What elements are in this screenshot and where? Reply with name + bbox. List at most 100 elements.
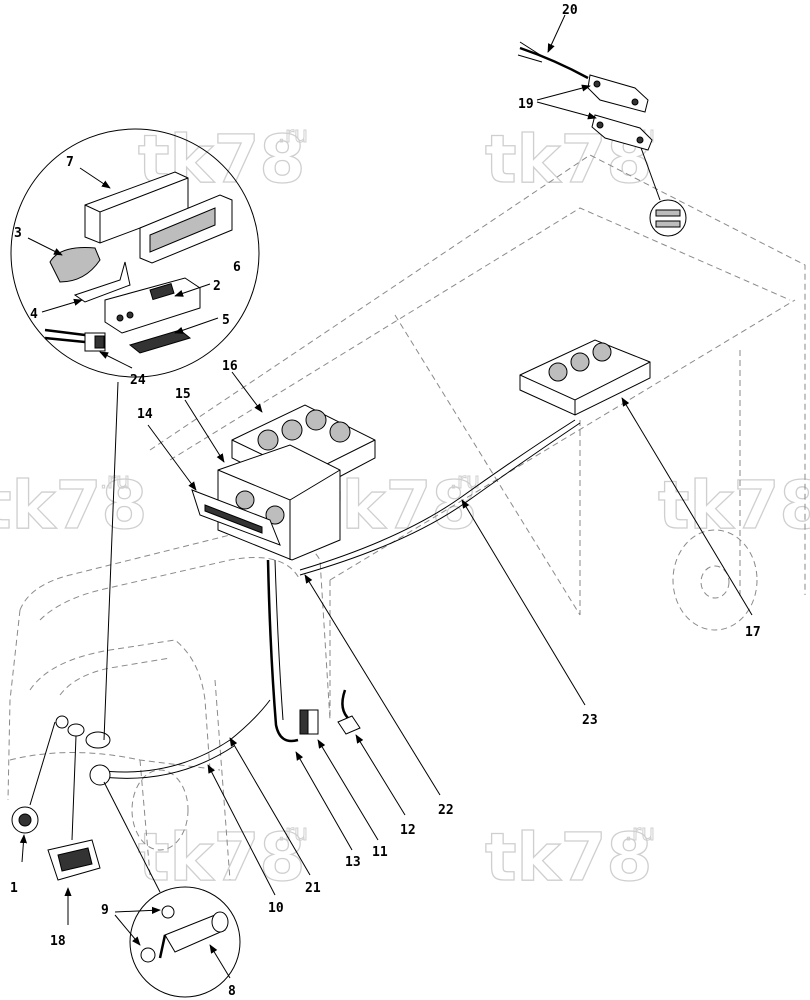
callout-23: 23 [582,713,598,728]
arrow-9a [114,906,161,914]
pump-locator [89,764,111,786]
watermark: tk78 .ru [137,818,308,896]
hose-clamp [140,947,156,963]
leader [71,735,77,841]
connector-block [517,41,653,151]
callout-10: 10 [268,901,284,916]
evaporator-front [191,404,376,561]
cab-windshield [29,639,211,771]
rotary-switch-knob [18,813,32,827]
body-top-inner-edge [169,207,791,461]
watermark-suffix: .ru [278,123,308,148]
fan [281,419,303,441]
leader [29,721,56,806]
inset-circle [649,199,687,237]
body-top-front-edge [329,299,796,581]
callout-9: 9 [101,903,109,918]
arrow-9b [114,914,141,946]
detail-leader [639,144,661,201]
cab-front-edge [7,609,21,801]
bolt [596,121,604,129]
watermark-main: tk78 [485,819,652,896]
arrow-21 [229,737,311,876]
harnesses [94,419,581,779]
fan [548,362,568,382]
callout-2: 2 [213,279,221,294]
callout-14: 14 [137,407,153,422]
fan [592,342,612,362]
inset-circle [10,128,260,378]
watermark-suffix: .ru [278,821,308,846]
front-panel-strip [204,504,263,534]
callout-7: 7 [66,155,74,170]
arrow-24 [99,351,133,369]
watermark-main: tk78 [0,467,147,544]
arrow-12 [355,734,406,816]
bolt [631,98,639,106]
arrow-1 [19,834,27,863]
connector-wire [44,336,86,344]
connector-detail [655,209,681,217]
rear-wheel [672,529,758,631]
watermark-suffix: .ru [625,821,655,846]
callout-11: 11 [372,845,388,860]
sensor-wire [341,689,351,721]
cable [519,46,589,80]
control-panel-display [149,282,175,301]
arrow-19a [536,84,591,101]
watermark: tk78 [657,466,810,544]
panel-bezel-window [149,207,216,253]
valve [235,490,255,510]
mounting-frame-edges [84,177,189,243]
rocker-switch-face [57,847,93,872]
callout-17: 17 [745,625,761,640]
cab-windshield-inner [59,657,171,696]
callout-24: 24 [130,373,146,388]
arrow-23 [461,499,586,706]
watermark-main: tk78 [658,467,810,544]
pump-end [211,911,229,933]
callout-12: 12 [400,823,416,838]
bracket [73,261,131,303]
callout-13: 13 [345,855,361,870]
arrow-16 [231,371,263,413]
callout-5: 5 [222,313,230,328]
watermark: tk78 .ru [484,818,655,896]
arrow-8 [209,944,231,979]
rear-wheel-hub [700,565,730,599]
inset-pump [129,886,241,998]
connector-detail [655,220,681,228]
callout-15: 15 [175,387,191,402]
callout-1: 1 [10,881,18,896]
evaporator-housing [519,339,651,416]
arrow-3 [27,237,63,256]
control-panel-knob [116,314,124,322]
fan [329,421,351,443]
arrow-13 [295,751,353,851]
leader [103,381,119,741]
watermark-suffix: .ru [100,469,130,494]
harness-23 [299,419,576,571]
connector-wire [44,328,86,337]
cab-roof [19,532,331,721]
leader [103,781,161,893]
callout-4: 4 [30,307,38,322]
body-side-seam [394,314,581,616]
front-wheel [131,769,189,851]
arrow-17 [621,397,753,616]
hose-clamp [161,905,175,919]
callout-19: 19 [518,97,534,112]
connector-plug [94,335,105,349]
evaporator-rear [519,339,651,416]
cab-door-rear [214,679,231,881]
harness-13 [266,559,299,743]
arrow-19b [536,101,597,120]
arrow-2 [174,283,211,297]
control-panel-knob [126,311,134,319]
callout-20: 20 [562,3,578,18]
pump-outlet [158,934,167,959]
callout-16: 16 [222,359,238,374]
small-components [11,381,361,893]
callout-6: 6 [233,260,241,275]
